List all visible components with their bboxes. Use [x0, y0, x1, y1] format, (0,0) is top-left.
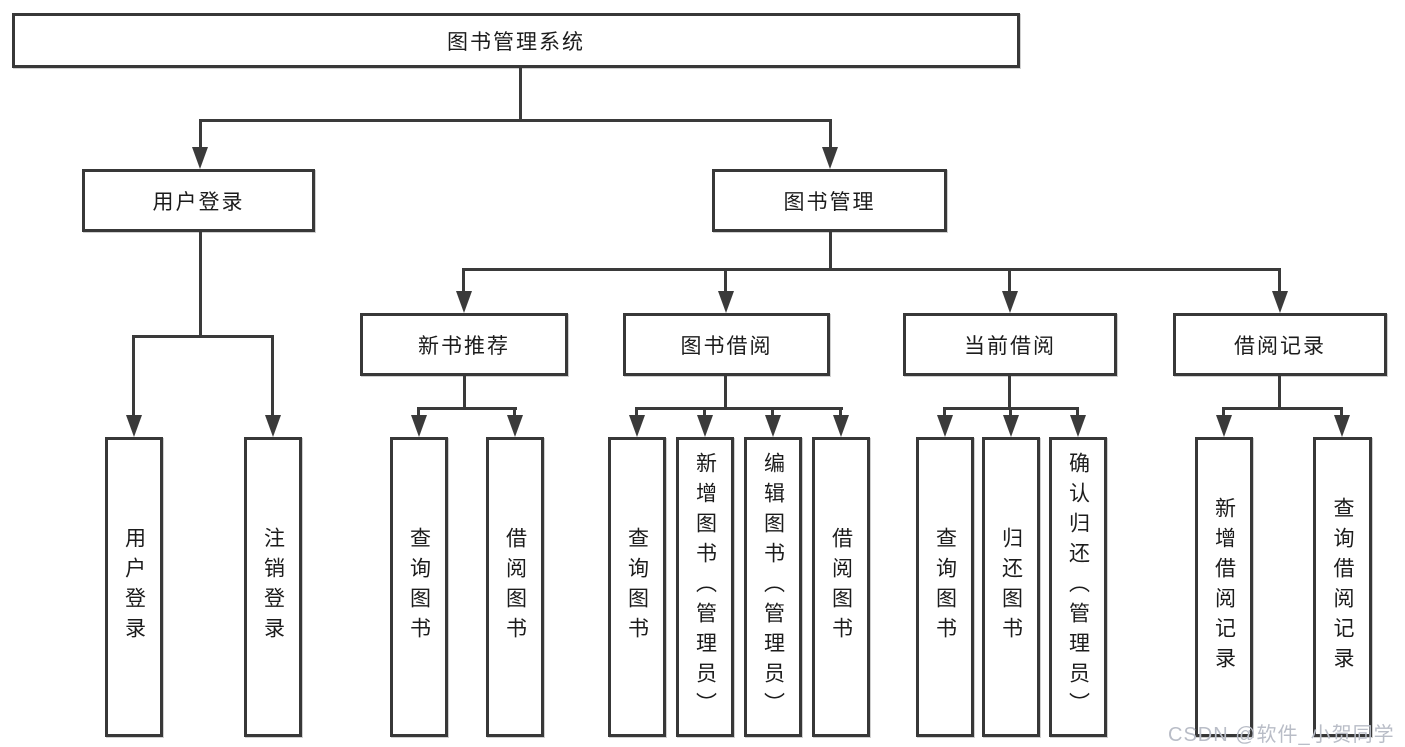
connector-arrow-down — [456, 291, 472, 313]
node-label: 查询借阅记录 — [1331, 497, 1354, 677]
connector-line — [462, 268, 1281, 271]
watermark: CSDN @软件_小贺同学 — [1168, 724, 1395, 746]
connector-line — [199, 119, 202, 151]
node-label: 注销登录 — [261, 527, 285, 647]
connector-arrow-down — [126, 415, 142, 437]
leaf-edit-book-admin: 编辑图书（管理员） — [744, 437, 802, 737]
leaf-query-books-recommend: 查询图书 — [390, 437, 448, 737]
node-new-book-recommend: 新书推荐 — [360, 313, 568, 376]
node-label: 图书借阅 — [680, 334, 773, 358]
leaf-borrow-books-borrowing: 借阅图书 — [812, 437, 870, 737]
node-label: 借阅记录 — [1234, 334, 1326, 358]
connector-arrow-down — [765, 415, 781, 437]
node-label: 查询图书 — [407, 527, 431, 647]
connector-line — [1340, 407, 1343, 419]
connector-line — [1008, 376, 1011, 409]
leaf-logout: 注销登录 — [244, 437, 302, 737]
connector-line — [199, 119, 832, 122]
connector-line — [199, 232, 202, 338]
node-user-login: 用户登录 — [82, 169, 315, 232]
connector-line — [519, 68, 522, 121]
node-label: 用户登录 — [152, 190, 245, 214]
connector-arrow-down — [411, 415, 427, 437]
node-label: 图书管理系统 — [447, 30, 585, 54]
connector-line — [271, 335, 274, 417]
connector-line — [829, 232, 832, 270]
connector-line — [635, 407, 638, 419]
connector-arrow-down — [265, 415, 281, 437]
node-label: 归还图书 — [999, 527, 1023, 647]
connector-arrow-down — [1216, 415, 1232, 437]
node-label: 借阅图书 — [829, 527, 853, 647]
connector-arrow-down — [1003, 415, 1019, 437]
leaf-add-borrow-record: 新增借阅记录 — [1195, 437, 1253, 737]
node-label: 图书管理 — [783, 190, 876, 214]
leaf-query-books-borrowing: 查询图书 — [608, 437, 666, 737]
connector-line — [132, 335, 135, 417]
connector-line — [1278, 376, 1281, 409]
node-label: 查询图书 — [933, 527, 957, 647]
connector-line — [132, 335, 274, 338]
connector-arrow-down — [1272, 291, 1288, 313]
node-label: 编辑图书（管理员） — [761, 452, 785, 722]
connector-line — [462, 268, 465, 294]
node-label: 确认归还（管理员） — [1066, 452, 1090, 722]
connector-line — [724, 268, 727, 294]
node-borrowing-records: 借阅记录 — [1173, 313, 1387, 376]
connector-line — [463, 376, 466, 409]
connector-line — [417, 407, 420, 419]
node-label: 新书推荐 — [418, 334, 510, 358]
node-book-borrowing: 图书借阅 — [623, 313, 830, 376]
leaf-add-book-admin: 新增图书（管理员） — [676, 437, 734, 737]
connector-line — [1009, 407, 1012, 419]
node-system-root: 图书管理系统 — [12, 13, 1020, 68]
connector-line — [1076, 407, 1079, 419]
connector-arrow-down — [192, 147, 208, 169]
connector-line — [1222, 407, 1225, 419]
leaf-return-books: 归还图书 — [982, 437, 1040, 737]
node-label: 借阅图书 — [503, 527, 527, 647]
node-label: 当前借阅 — [964, 334, 1056, 358]
connector-line — [943, 407, 946, 419]
connector-arrow-down — [937, 415, 953, 437]
connector-arrow-down — [1002, 291, 1018, 313]
connector-line — [829, 119, 832, 151]
node-label: 新增借阅记录 — [1212, 497, 1236, 677]
connector-line — [771, 407, 774, 419]
connector-line — [1222, 407, 1343, 410]
connector-line — [1278, 268, 1281, 294]
node-book-management: 图书管理 — [712, 169, 947, 232]
leaf-user-login: 用户登录 — [105, 437, 163, 737]
connector-arrow-down — [718, 291, 734, 313]
connector-arrow-down — [697, 415, 713, 437]
node-current-borrowing: 当前借阅 — [903, 313, 1117, 376]
connector-arrow-down — [1334, 415, 1350, 437]
connector-arrow-down — [833, 415, 849, 437]
connector-line — [513, 407, 516, 419]
leaf-borrow-books-recommend: 借阅图书 — [486, 437, 544, 737]
leaf-query-borrow-record: 查询借阅记录 — [1313, 437, 1372, 737]
connector-line — [417, 407, 517, 410]
connector-arrow-down — [822, 147, 838, 169]
node-label: 查询图书 — [625, 527, 649, 647]
node-label: 新增图书（管理员） — [693, 452, 717, 722]
connector-line — [839, 407, 842, 419]
connector-line — [1008, 268, 1011, 294]
node-label: 用户登录 — [122, 527, 146, 647]
connector-line — [703, 407, 706, 419]
connector-line — [635, 407, 843, 410]
leaf-confirm-return-admin: 确认归还（管理员） — [1049, 437, 1107, 737]
connector-arrow-down — [507, 415, 523, 437]
connector-arrow-down — [1070, 415, 1086, 437]
connector-line — [724, 376, 727, 409]
leaf-query-books-current: 查询图书 — [916, 437, 974, 737]
connector-arrow-down — [629, 415, 645, 437]
